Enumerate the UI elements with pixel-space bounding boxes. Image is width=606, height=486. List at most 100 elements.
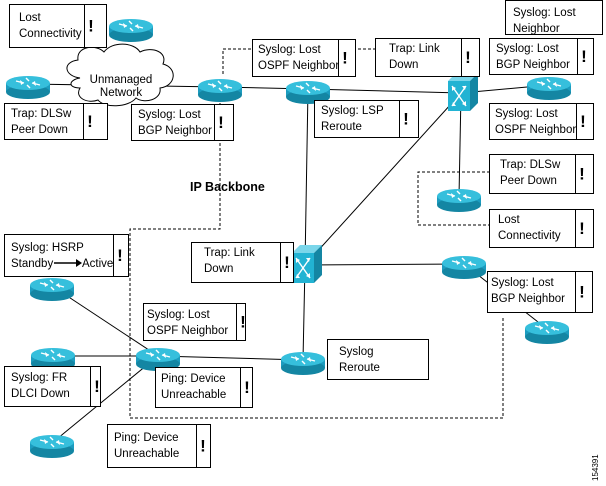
router-icon-topleft	[108, 18, 154, 43]
alert-box	[489, 209, 594, 248]
alert-box	[505, 0, 603, 35]
router-icon-bottom	[29, 434, 75, 459]
link-s_center-r_right3	[304, 263, 465, 266]
link-r_top-s_center	[304, 88, 309, 266]
router-icon-left	[5, 75, 51, 100]
alert-line: Connectivity	[498, 230, 561, 242]
alert-box	[143, 303, 246, 341]
router-icon-right4	[524, 320, 570, 345]
alert-box	[489, 154, 594, 194]
alert-line: Trap: DLSw	[11, 108, 72, 120]
alert-line: Unreachable	[114, 448, 179, 460]
alert-box	[489, 38, 594, 75]
figure-number: 154391	[591, 454, 600, 481]
alert-line: Syslog	[339, 346, 374, 358]
alert-line: Unreachable	[161, 389, 226, 401]
alert-line: Syslog: Lost	[147, 309, 210, 321]
alert-icon: !	[580, 112, 586, 131]
alert-line: Syslog: Lost	[495, 108, 558, 120]
alert-line: Ping: Device	[161, 373, 226, 385]
alert-line: Ping: Device	[114, 432, 179, 444]
alert-box	[327, 339, 429, 380]
alert-line: Syslog: Lost	[513, 7, 576, 19]
alert-icon: !	[579, 219, 585, 238]
alert-line: BGP Neighbor	[496, 59, 570, 71]
alert-text: Syslog: LSP Reroute	[321, 105, 384, 133]
alert-line: BGP Neighbor	[138, 125, 212, 137]
alert-icon: !	[94, 377, 100, 396]
alert-line: Down	[389, 59, 418, 71]
alert-icon: !	[88, 17, 94, 36]
router-icon-right3	[441, 255, 487, 280]
router-icon-cloudright	[197, 78, 243, 103]
alert-icon: !	[465, 48, 471, 67]
alert-box	[107, 424, 211, 468]
alert-icon: !	[284, 253, 290, 272]
alert-icon: !	[240, 313, 246, 332]
alert-line: Trap: Link	[389, 43, 440, 55]
alert-line: DLCI Down	[11, 388, 70, 400]
alert-box	[131, 104, 234, 141]
alert-line: OSPF Neighbor	[258, 60, 339, 72]
alert-line: Syslog: FR	[11, 372, 67, 384]
alert-box	[314, 100, 419, 138]
switch-icon-center	[291, 244, 323, 284]
cloud-label-line: Unmanaged	[90, 74, 153, 86]
alert-icon: !	[117, 246, 123, 265]
alert-line: Syslog: Lost	[138, 109, 201, 121]
alert-line: Reroute	[321, 121, 362, 133]
alert-line: Syslog: LSP	[321, 105, 384, 117]
alert-box	[4, 366, 101, 407]
alert-line: OSPF Neighbor	[495, 124, 576, 136]
switch-icon-top	[447, 72, 479, 112]
alert-icon: !	[579, 165, 585, 184]
arrow-head-icon	[76, 259, 82, 267]
router-icon-reroute	[280, 351, 326, 376]
alert-box	[4, 103, 108, 140]
alert-line: BGP Neighbor	[491, 293, 565, 305]
alert-line: Trap: Link	[204, 247, 255, 259]
alert-line: Active	[82, 258, 113, 270]
alert-line: Lost	[19, 12, 42, 24]
alert-icon: !	[342, 49, 348, 68]
link-s_top-s_center	[304, 92, 462, 266]
link-r_center-r_bottom	[51, 355, 159, 444]
alert-line: Peer Down	[500, 175, 557, 187]
alert-icon: !	[581, 47, 587, 66]
alert-line: Peer Down	[11, 124, 68, 136]
alert-line: OSPF Neighbor	[147, 325, 228, 337]
alert-line: Reroute	[339, 362, 380, 374]
router-icon-right1	[526, 76, 572, 101]
alert-line: Down	[204, 263, 233, 275]
